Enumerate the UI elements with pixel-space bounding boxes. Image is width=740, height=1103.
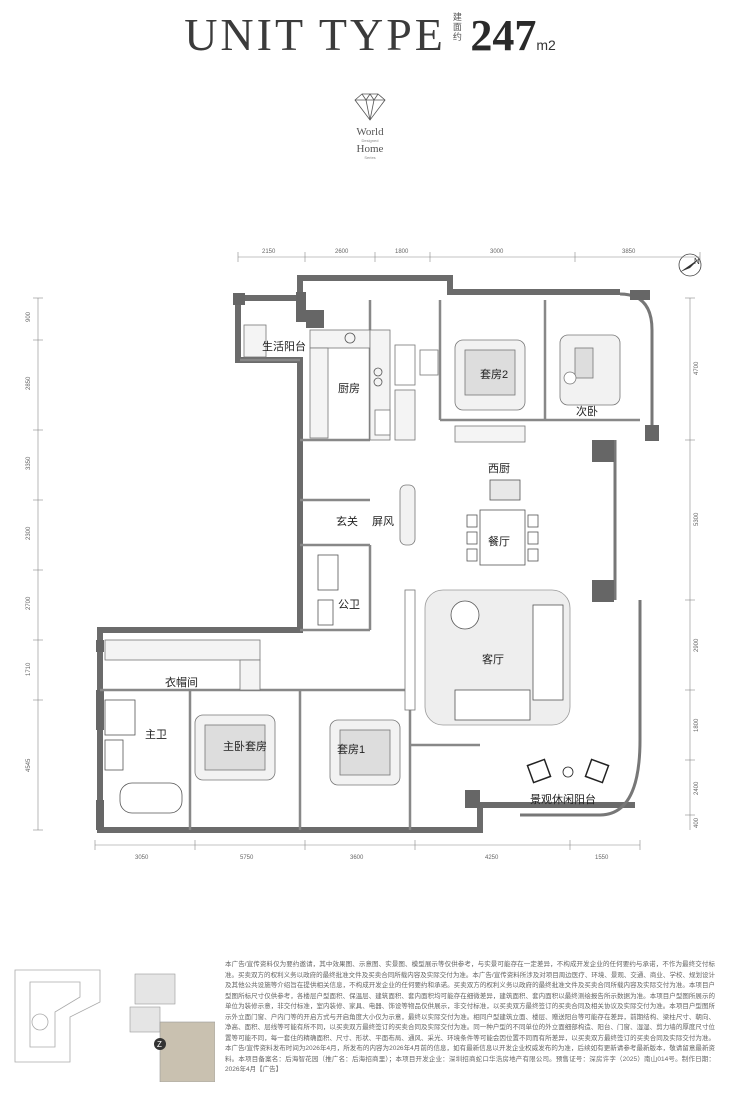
dim-right-3: 2900 bbox=[694, 638, 700, 652]
closet-cabinets bbox=[104, 639, 261, 691]
stove-icon bbox=[344, 332, 383, 387]
label-public-bath: 公卫 bbox=[338, 599, 360, 611]
dim-bottom-1: 3050 bbox=[135, 855, 149, 861]
dim-right-1: 4700 bbox=[694, 361, 700, 375]
label-suite2: 套房2 bbox=[480, 368, 508, 381]
bathtub-icon bbox=[104, 699, 183, 814]
area-unit: m2 bbox=[536, 37, 556, 53]
dim-right-5: 2400 bbox=[694, 781, 700, 795]
label-master-suite: 主卧套房 bbox=[223, 740, 267, 753]
key-plan-map: Z bbox=[14, 969, 216, 1083]
dim-left-4: 2300 bbox=[26, 526, 32, 540]
area-small-label: 建面约 bbox=[452, 12, 462, 42]
label-kitchen: 厨房 bbox=[338, 382, 360, 395]
dim-left-7: 4545 bbox=[26, 758, 32, 772]
dimension-lines bbox=[33, 252, 701, 850]
key-plan-marker-label: Z bbox=[157, 1040, 162, 1049]
dim-left-3: 3350 bbox=[26, 456, 32, 470]
dim-bottom-4: 4250 bbox=[485, 855, 499, 861]
appliance-icons bbox=[374, 344, 439, 436]
screen-partition-icon bbox=[399, 484, 416, 546]
key-plan: Z bbox=[10, 962, 216, 1083]
logo-line3: Home bbox=[356, 143, 384, 155]
dining-table-icon bbox=[466, 479, 539, 566]
dim-bottom-3: 3600 bbox=[350, 855, 364, 861]
master-bed-icon bbox=[194, 714, 276, 781]
dim-top-5: 3850 bbox=[622, 249, 636, 255]
dim-right-4: 1800 bbox=[694, 718, 700, 732]
label-dining: 餐厅 bbox=[488, 534, 510, 548]
dim-top-2: 2600 bbox=[335, 249, 349, 255]
label-second-bedroom: 次卧 bbox=[576, 404, 598, 418]
suite1-bed-icon bbox=[329, 719, 401, 786]
label-screen: 屏风 bbox=[372, 515, 394, 528]
brand-logo: World Designed Home Series bbox=[330, 92, 410, 161]
suite2-bed-icon bbox=[454, 339, 526, 411]
dim-top-3: 1800 bbox=[395, 249, 409, 255]
unit-type-label: UNIT TYPE bbox=[184, 9, 446, 60]
balcony-chairs-icon bbox=[526, 758, 610, 784]
public-bath-icon bbox=[317, 554, 339, 626]
dim-left-5: 2700 bbox=[26, 596, 32, 610]
interior-walls bbox=[100, 300, 640, 830]
second-bedroom-desk-icon bbox=[559, 334, 621, 406]
label-view-balcony: 景观休闲阳台 bbox=[530, 792, 596, 806]
living-room-sofa-icon bbox=[404, 589, 571, 726]
dim-bottom-2: 5750 bbox=[240, 855, 254, 861]
label-entrance: 玄关 bbox=[336, 514, 358, 528]
dim-bottom-5: 1550 bbox=[595, 855, 609, 861]
label-living-balcony: 生活阳台 bbox=[262, 339, 306, 353]
label-master-bath: 主卫 bbox=[145, 728, 167, 741]
legal-disclaimer: 本广告/宣传资料仅为要约邀请，其中效果图、示意图、实景图、模型展示等仅供参考，与… bbox=[225, 961, 715, 1073]
dim-right-2: 5300 bbox=[694, 512, 700, 526]
north-compass-icon: N bbox=[678, 253, 702, 277]
dim-top-1: 2150 bbox=[262, 249, 276, 255]
logo-line2: Designed bbox=[361, 138, 379, 143]
diamond-logo-icon bbox=[354, 93, 386, 121]
floor-plan: 2150 2600 1800 3000 3850 3050 5750 3600 … bbox=[26, 249, 702, 861]
label-walkin-closet: 衣帽间 bbox=[165, 675, 198, 689]
label-suite1: 套房1 bbox=[337, 743, 365, 756]
structural-columns bbox=[96, 290, 659, 830]
dim-left-1: 900 bbox=[26, 311, 32, 322]
logo-line1: World bbox=[356, 126, 384, 138]
label-western-kitchen: 西厨 bbox=[488, 462, 510, 475]
dim-left-6: 1710 bbox=[26, 662, 32, 676]
dim-right-6: 400 bbox=[694, 817, 700, 828]
page-title: UNIT TYPE 建面约 247m2 bbox=[0, 8, 740, 61]
curved-glass-walls bbox=[520, 292, 654, 817]
logo-line4: Series bbox=[364, 155, 376, 160]
compass-label: N bbox=[694, 257, 700, 266]
key-plan-marker bbox=[154, 1038, 166, 1050]
area-value: 247 bbox=[470, 11, 537, 60]
label-living-room: 客厅 bbox=[482, 652, 504, 666]
dim-left-2: 2850 bbox=[26, 376, 32, 390]
dim-top-4: 3000 bbox=[490, 249, 504, 255]
